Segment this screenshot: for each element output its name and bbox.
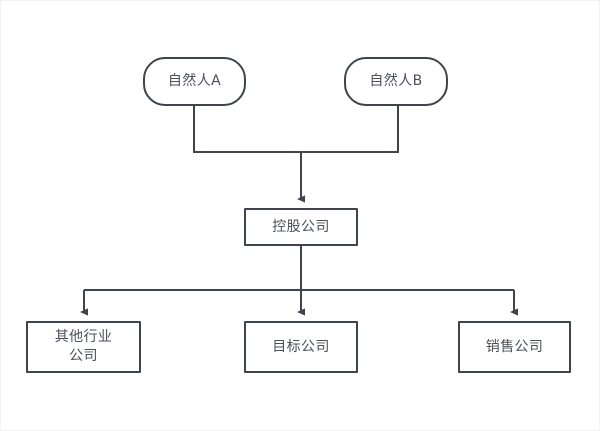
connector-holding-trunk [84,246,514,291]
node-target-company[interactable]: 目标公司 [244,321,358,373]
node-label: 自然人B [369,73,423,89]
node-label: 目标公司 [272,338,330,355]
node-label: 其他行业 公司 [54,329,113,364]
connector-person-a-to-holding [193,106,301,153]
node-sales-company[interactable]: 销售公司 [458,321,571,373]
node-holding-company[interactable]: 控股公司 [244,208,358,246]
node-label: 自然人A [167,73,222,89]
node-person-a[interactable]: 自然人A [143,57,246,106]
node-label: 控股公司 [272,218,330,235]
connector-person-b-to-holding [301,106,399,153]
node-person-b[interactable]: 自然人B [344,57,448,106]
node-other-industry-company[interactable]: 其他行业 公司 [26,321,141,373]
node-label: 销售公司 [485,338,544,355]
